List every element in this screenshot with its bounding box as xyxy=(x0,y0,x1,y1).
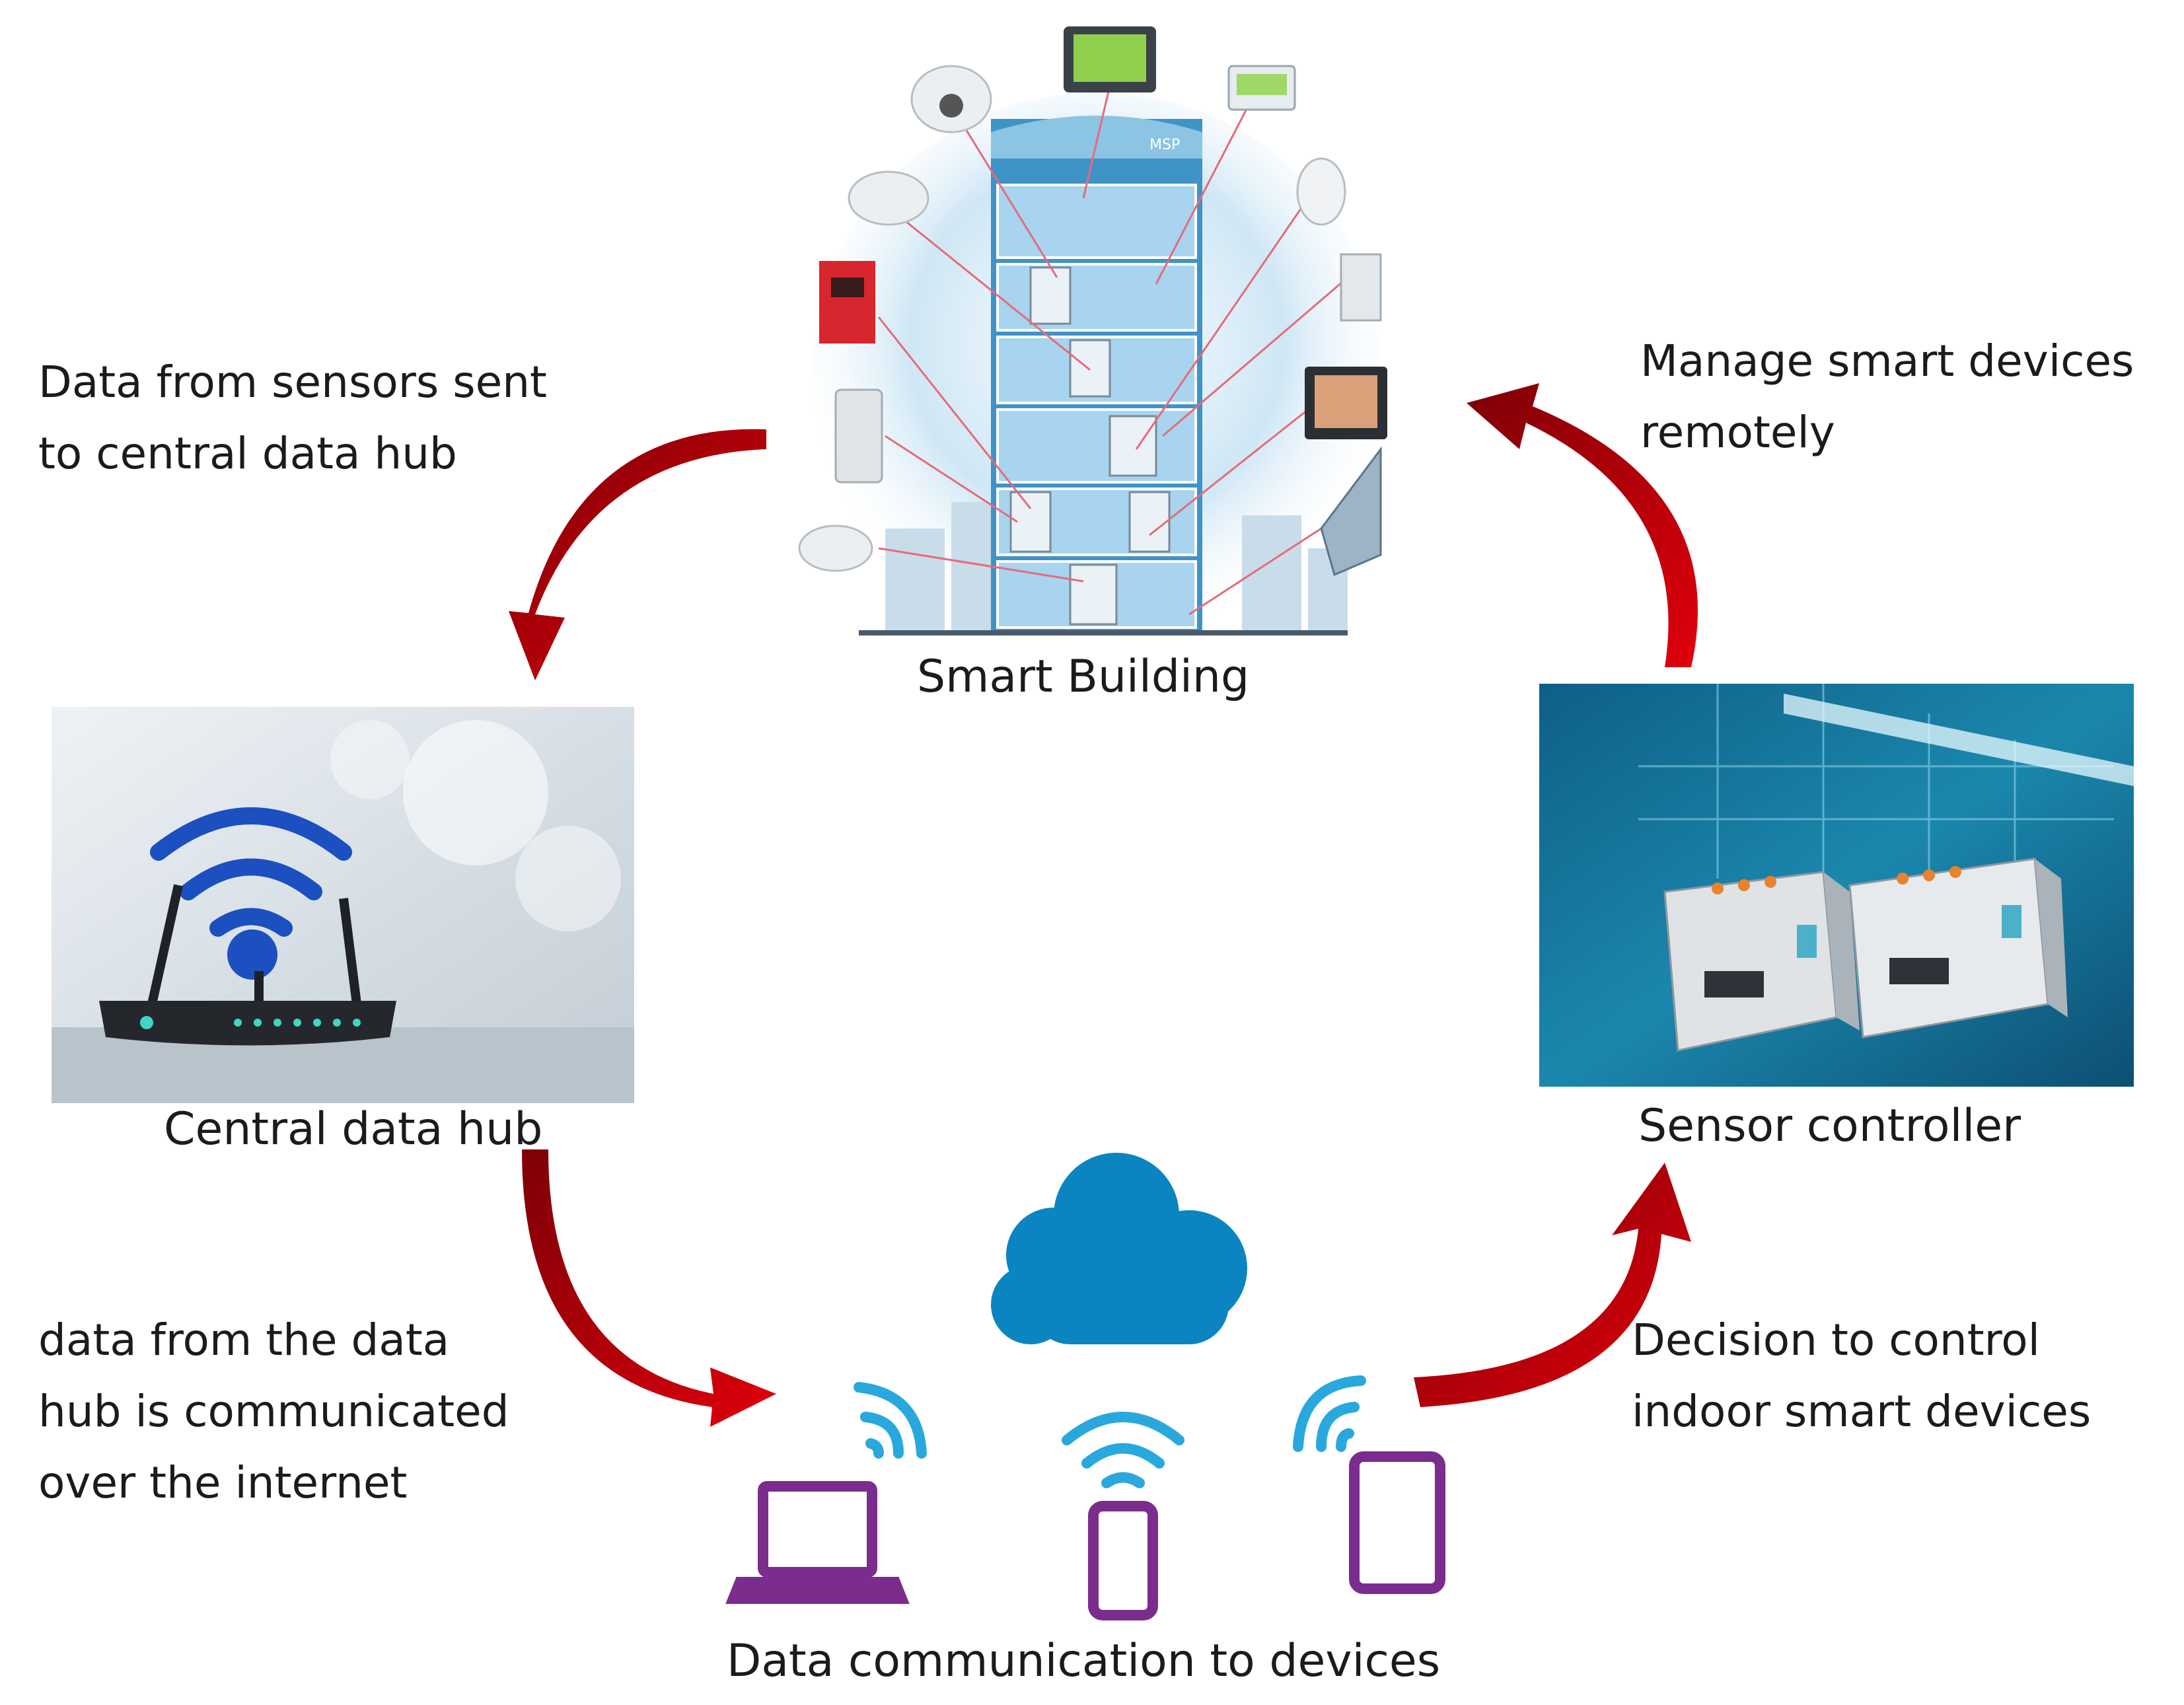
phone-wifi-icon xyxy=(1062,1412,1184,1488)
controller-unit-right xyxy=(1848,857,2049,1038)
caption-sensor-controller: Sensor controller xyxy=(1638,1100,2021,1152)
edge-label-sensors-to-hub: Data from sensors sent to central data h… xyxy=(38,357,547,479)
sensor-controller-image xyxy=(1539,684,2134,1087)
arrow-manage-remotely xyxy=(1467,383,1698,667)
building-sign: MSP xyxy=(1149,137,1180,153)
laptop-wifi-icon xyxy=(854,1382,927,1459)
caption-devices: Data communication to devices xyxy=(727,1635,1441,1687)
central-data-hub-image xyxy=(52,707,634,1103)
tablet-icon xyxy=(1349,1451,1445,1594)
arrow-decision-to-control xyxy=(1414,1163,1691,1407)
laptop-icon xyxy=(725,1481,910,1604)
controller-unit-left xyxy=(1663,871,1838,1052)
arrow-hub-to-internet xyxy=(522,1149,776,1427)
phone-icon xyxy=(1088,1501,1158,1620)
caption-smart-building: Smart Building xyxy=(917,651,1250,703)
tablet-wifi-icon xyxy=(1293,1375,1366,1452)
router-body xyxy=(99,1001,396,1046)
cloud-icon xyxy=(991,1153,1247,1344)
smart-building-illustration: MSP xyxy=(798,26,1387,647)
caption-central-data-hub: Central data hub xyxy=(164,1103,543,1155)
edge-label-hub-to-internet: data from the data hub is communicated o… xyxy=(38,1315,509,1508)
edge-label-decision-to-control: Decision to control indoor smart devices xyxy=(1632,1315,2092,1437)
wifi-icon xyxy=(150,807,352,937)
arrow-sensors-to-hub xyxy=(509,429,766,680)
edge-label-manage-remotely: Manage smart devices remotely xyxy=(1640,336,2134,458)
